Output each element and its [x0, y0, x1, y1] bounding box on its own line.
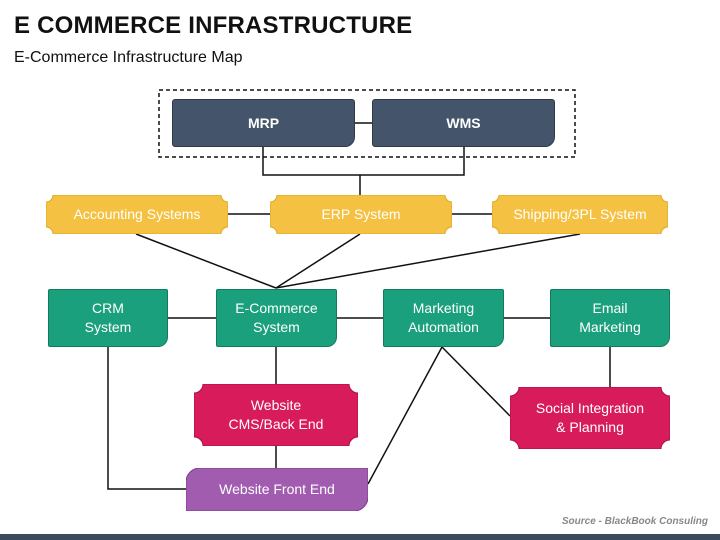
node-erp-system: ERP System [270, 195, 452, 234]
node-email-marketing: Email Marketing [550, 289, 670, 347]
node-erp-label: ERP System [321, 206, 401, 222]
bottom-accent-bar [0, 534, 720, 540]
plaque-shape [46, 195, 228, 234]
node-mrp-label: MRP [247, 114, 280, 131]
node-front-end-label: Website Front End [219, 481, 335, 497]
node-shipping-label: Shipping/3PL System [513, 206, 647, 222]
node-crm-system: CRM System [48, 289, 168, 347]
node-mrp: MRP [172, 99, 355, 147]
node-social-integration: Social Integration & Planning [510, 387, 670, 449]
plaque-shape [510, 387, 670, 449]
connector-crm-frontend [107, 347, 188, 490]
page-subtitle: E-Commerce Infrastructure Map [14, 49, 243, 66]
connector-shipping-ecommerce [275, 233, 581, 289]
connector-mrp-wms-erp [262, 147, 465, 176]
node-crm-label: CRM System [84, 300, 132, 335]
connector-erp-ecommerce [275, 233, 361, 289]
node-accounting-label: Accounting Systems [73, 206, 201, 222]
plaque-shape [194, 384, 358, 446]
rounded-corner-shape [186, 468, 368, 511]
node-marketing-automation: Marketing Automation [383, 289, 504, 347]
node-ecommerce-system: E-Commerce System [216, 289, 337, 347]
node-wms: WMS [372, 99, 555, 147]
node-email-label: Email Marketing [579, 300, 641, 335]
node-website-cms: Website CMS/Back End [194, 384, 358, 446]
node-marketing-label: Marketing Automation [408, 300, 479, 335]
node-social-label: Social Integration & Planning [535, 400, 645, 435]
node-website-front-end: Website Front End [186, 468, 368, 511]
node-website-cms-label: Website CMS/Back End [228, 397, 324, 432]
node-accounting-systems: Accounting Systems [46, 195, 228, 234]
node-ecommerce-label: E-Commerce System [235, 300, 318, 335]
connector-marketing-frontend [367, 346, 443, 485]
node-wms-label: WMS [446, 114, 481, 131]
connector-accounting-ecommerce [135, 233, 277, 289]
connector-marketing-social [441, 346, 511, 417]
node-shipping-3pl: Shipping/3PL System [492, 195, 668, 234]
page-title: E COMMERCE INFRASTRUCTURE [14, 12, 413, 39]
plaque-shape [492, 195, 668, 234]
plaque-shape [270, 195, 452, 234]
source-credit: Source - BlackBook Consuling [561, 516, 708, 527]
mrp-wms-group-outline [158, 89, 576, 158]
